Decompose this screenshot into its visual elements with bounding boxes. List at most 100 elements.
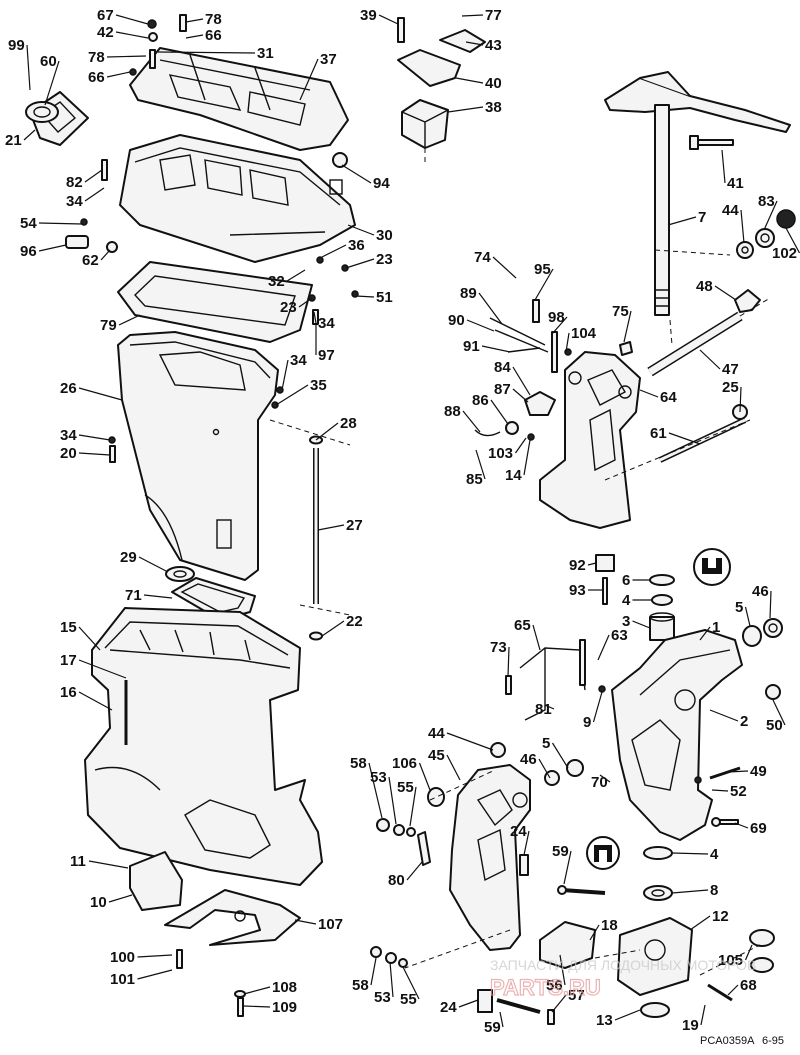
- figure-code: PCA0359A: [700, 1035, 755, 1047]
- leader-c24a: [523, 830, 530, 856]
- callout-c66b: 66: [88, 69, 105, 86]
- leader-c78a: [185, 18, 204, 23]
- callout-c5b: 5: [542, 735, 550, 752]
- callout-c40: 40: [485, 75, 502, 92]
- leader-c87: [512, 388, 529, 403]
- leader-c96: [38, 244, 67, 252]
- part-stern-bracket-45: [449, 742, 531, 951]
- leader-c3: [632, 620, 651, 629]
- watermark: ЗАПЧАСТИ ДЛЯ ЛОДОЧНЫХ МОТОРОВ PARTS.RU: [489, 957, 756, 1001]
- callout-c23b: 23: [280, 299, 297, 316]
- callout-c104: 104: [571, 325, 597, 342]
- leader-c48: [714, 285, 737, 301]
- callout-c46a: 46: [752, 583, 769, 600]
- leader-c5b: [551, 742, 569, 769]
- callout-c2: 2: [740, 713, 748, 730]
- callout-c47: 47: [722, 361, 739, 378]
- leader-c65: [532, 624, 541, 651]
- callout-c53a: 53: [370, 769, 387, 786]
- leader-c92: [587, 562, 597, 566]
- leader-c73: [507, 646, 510, 677]
- callout-c91: 91: [463, 338, 480, 355]
- callout-c42: 42: [97, 24, 114, 41]
- callout-c14: 14: [505, 467, 522, 484]
- leader-c66b: [106, 71, 131, 78]
- leader-c75: [623, 310, 632, 343]
- part-exhaust-housing-26: [117, 331, 279, 581]
- callout-c17: 17: [60, 652, 77, 669]
- part-cover-21: [25, 91, 89, 146]
- leader-c62: [100, 249, 111, 261]
- callout-c4b: 4: [710, 846, 719, 863]
- callout-c87: 87: [494, 381, 511, 398]
- leader-c29: [138, 556, 169, 573]
- leader-c64: [639, 389, 659, 398]
- leader-c44a: [740, 209, 745, 244]
- part-steering-arm-7: [604, 71, 791, 316]
- seal-symbol-icon: [693, 548, 731, 586]
- callout-c55b: 55: [400, 991, 417, 1008]
- leader-c80: [406, 861, 423, 881]
- callout-c15: 15: [60, 619, 77, 636]
- leader-c19: [700, 1004, 706, 1026]
- leader-c94: [341, 164, 372, 184]
- leader-c89: [478, 292, 503, 325]
- leader-c85: [475, 449, 486, 480]
- leader-c34c: [281, 359, 289, 391]
- callout-c64: 64: [660, 389, 677, 406]
- callout-c24b: 24: [440, 999, 457, 1016]
- leader-c58a: [368, 762, 383, 819]
- callout-c73: 73: [490, 639, 507, 656]
- watermark-logo-text: PARTS.RU: [490, 975, 601, 1000]
- leader-c52: [711, 789, 729, 792]
- part-bushing-5-46: [742, 618, 783, 700]
- callout-c106: 106: [392, 755, 417, 772]
- leader-c58b: [370, 957, 377, 986]
- leader-c101: [137, 969, 173, 980]
- callout-c66a: 66: [205, 27, 222, 44]
- callout-c88: 88: [444, 403, 461, 420]
- callout-c83: 83: [758, 193, 775, 210]
- leader-c7: [667, 216, 697, 226]
- leader-c55b: [402, 966, 420, 1000]
- callout-c86: 86: [472, 392, 489, 409]
- leader-c23a: [345, 258, 375, 269]
- callout-c5a: 5: [735, 599, 743, 616]
- leader-c45: [446, 754, 461, 781]
- part-plate-107: [164, 889, 301, 946]
- watermark-top-text: ЗАПЧАСТИ ДЛЯ ЛОДОЧНЫХ МОТОРОВ: [490, 957, 756, 973]
- leader-c66a: [185, 34, 204, 39]
- callout-c39: 39: [360, 7, 377, 24]
- leader-c108: [243, 986, 271, 995]
- leader-c5a: [744, 606, 751, 627]
- callout-c45: 45: [428, 747, 445, 764]
- leader-c34b: [313, 311, 317, 324]
- leader-c77: [461, 14, 484, 17]
- leader-c22: [321, 620, 345, 637]
- leader-c44b: [446, 732, 494, 751]
- callout-c108: 108: [272, 979, 297, 996]
- callout-c9: 9: [583, 714, 591, 731]
- leader-c59b: [499, 1011, 504, 1028]
- callout-c53b: 53: [374, 989, 391, 1006]
- leader-c1: [699, 626, 711, 641]
- callout-c13: 13: [596, 1012, 613, 1029]
- leader-c81: [544, 704, 555, 710]
- part-bolts-49-52-69: [694, 766, 741, 827]
- callout-c48: 48: [696, 278, 713, 295]
- callout-c60: 60: [40, 53, 57, 70]
- leader-c26: [78, 387, 123, 401]
- callout-c4a: 4: [622, 592, 631, 609]
- leader-c37: [299, 58, 319, 101]
- callout-c80: 80: [388, 872, 405, 889]
- part-clip-48: [734, 289, 761, 313]
- leader-c20: [78, 452, 111, 456]
- callout-c46b: 46: [520, 751, 537, 768]
- callout-c28: 28: [340, 415, 357, 432]
- leader-c88: [462, 410, 481, 433]
- callout-c55a: 55: [397, 779, 414, 796]
- callout-c18: 18: [601, 917, 618, 934]
- callout-c59b: 59: [484, 1019, 501, 1036]
- callout-c70: 70: [591, 774, 608, 791]
